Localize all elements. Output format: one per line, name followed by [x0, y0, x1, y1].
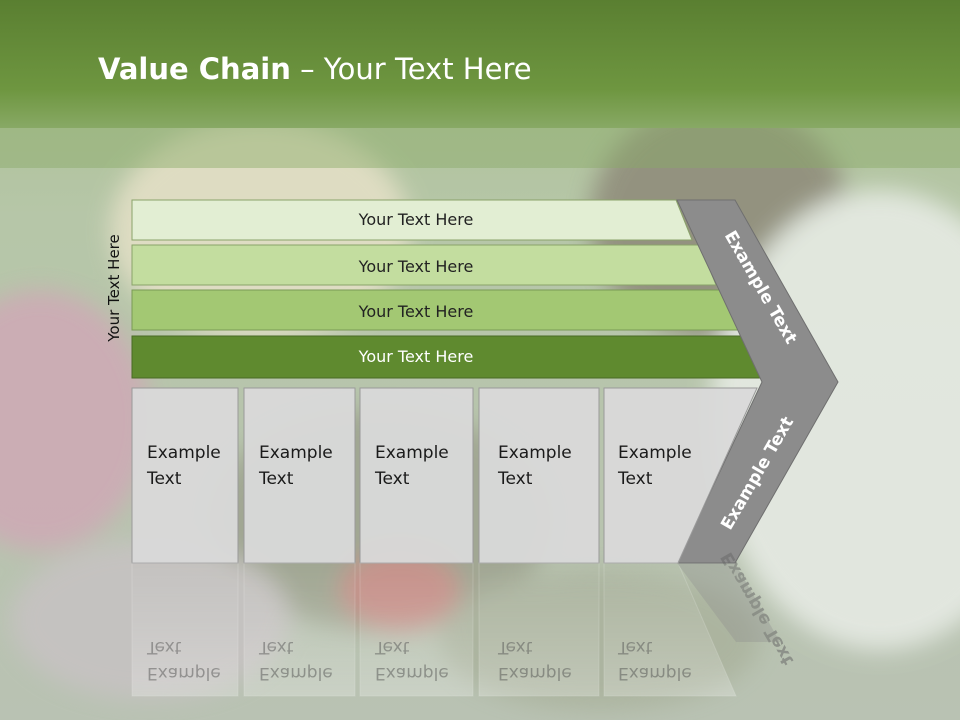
bar-4: Your Text Here — [131, 335, 764, 379]
bar-1: Your Text Here — [131, 199, 693, 241]
box-2-line2: Text — [258, 469, 294, 489]
title-bold: Value Chain — [98, 52, 291, 86]
box-3-line1: Example — [375, 443, 449, 463]
bar-3-label: Your Text Here — [358, 302, 474, 321]
box-1: Example Text — [131, 387, 239, 564]
bar-4-label: Your Text Here — [358, 347, 474, 366]
box-2-line1: Example — [259, 443, 333, 463]
reflection-box-2-line1: Example — [259, 663, 333, 683]
box-5: Example Text — [603, 387, 758, 564]
slide-title: Value Chain – Your Text Here — [98, 52, 532, 86]
box-5-line2: Text — [617, 469, 653, 489]
diagram-reflection: Example Text Example Text Example Text E… — [131, 548, 798, 697]
reflection-box-1-line2: Text — [146, 637, 182, 657]
box-2: Example Text — [243, 387, 356, 564]
reflection-box-4-line1: Example — [498, 663, 572, 683]
box-1-line1: Example — [147, 443, 221, 463]
bar-2: Your Text Here — [131, 244, 717, 286]
reflection-box-3-line2: Text — [374, 637, 410, 657]
reflection-box-3-line1: Example — [375, 663, 449, 683]
reflection-box-5-line1: Example — [618, 663, 692, 683]
box-4-line1: Example — [498, 443, 572, 463]
box-3-line2: Text — [374, 469, 410, 489]
reflection-box-1-line1: Example — [147, 663, 221, 683]
box-5-line1: Example — [618, 443, 692, 463]
box-1-line2: Text — [146, 469, 182, 489]
box-4: Example Text — [478, 387, 600, 564]
box-4-line2: Text — [497, 469, 533, 489]
bar-3: Your Text Here — [131, 289, 739, 331]
reflection-box-5-line2: Text — [617, 637, 653, 657]
reflection-box-4-line2: Text — [497, 637, 533, 657]
bar-2-label: Your Text Here — [358, 257, 474, 276]
box-3: Example Text — [359, 387, 474, 564]
reflection-box-2-line2: Text — [258, 637, 294, 657]
bar-1-label: Your Text Here — [358, 210, 474, 229]
title-rest: – Your Text Here — [290, 52, 532, 86]
